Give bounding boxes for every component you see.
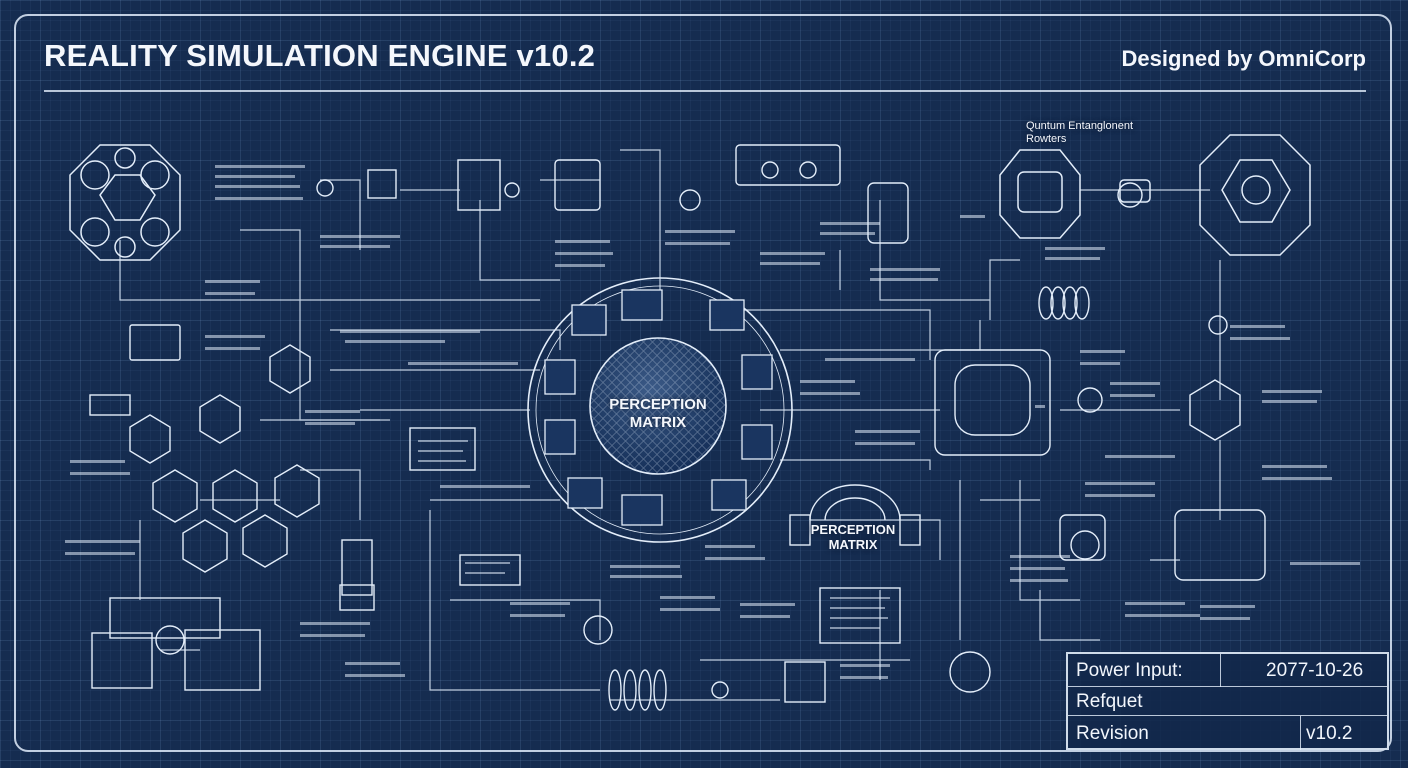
title-block-divider-revision <box>1300 716 1301 750</box>
secondary-label-line1: PERCEPTION <box>810 522 896 537</box>
title-divider <box>44 90 1366 92</box>
core-label-line2: MATRIX <box>629 414 687 431</box>
title-block-divider <box>1220 654 1221 687</box>
revision-label: Revision <box>1076 723 1149 744</box>
title-block: Power Input: 2077-10-26 Refquet Revision… <box>1066 652 1389 750</box>
designer-credit: Designed by OmniCorp <box>1121 46 1366 71</box>
quantum-routers-line1: Quntum Entanglonent <box>1026 120 1134 132</box>
request-label: Refquet <box>1076 691 1143 712</box>
date-value: 2077-10-26 <box>1266 660 1364 681</box>
core-label-line1: PERCEPTION <box>609 396 707 413</box>
quantum-routers-line2: Rowters <box>1026 133 1067 145</box>
power-input-label: Power Input: <box>1076 660 1183 681</box>
quantum-routers-label: Quntum Entanglonent Rowters <box>1026 120 1176 146</box>
title-block-row-request: Refquet <box>1068 687 1387 716</box>
secondary-label-line2: MATRIX <box>828 537 878 552</box>
perception-matrix-core-label: PERCEPTION MATRIX <box>598 396 718 432</box>
title-block-row-revision: Revision v10.2 <box>1068 716 1387 750</box>
revision-value: v10.2 <box>1306 723 1353 744</box>
blueprint-frame <box>14 14 1392 752</box>
page-title: REALITY SIMULATION ENGINE v10.2 <box>44 38 596 73</box>
title-block-row-power: Power Input: 2077-10-26 <box>1068 654 1387 687</box>
perception-matrix-secondary-label: PERCEPTION MATRIX <box>798 522 908 552</box>
